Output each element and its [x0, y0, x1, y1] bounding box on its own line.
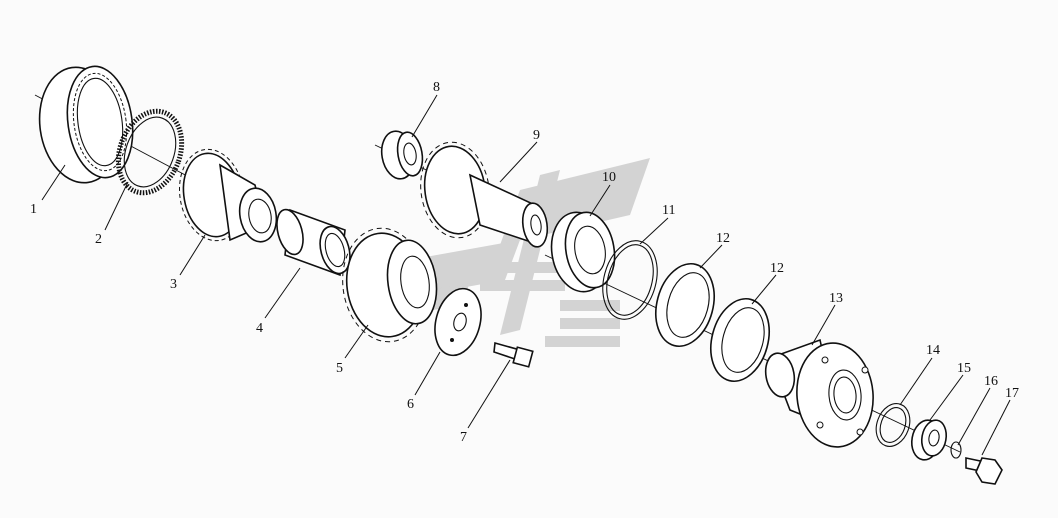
part-8-bearing [380, 130, 424, 180]
callout-1: 1 [30, 202, 37, 217]
callout-11: 11 [662, 203, 675, 218]
part-10-bearing [550, 211, 616, 293]
callout-13: 13 [829, 291, 843, 306]
part-16-washer [950, 441, 962, 459]
part-14-o-ring [875, 403, 911, 447]
callout-17: 17 [1005, 386, 1019, 401]
part-1-synchro-sleeve [38, 65, 134, 184]
part-3-gear-hub [178, 148, 278, 243]
callout-9: 9 [533, 128, 540, 143]
part-2-friction-ring [115, 108, 185, 196]
callout-3: 3 [170, 277, 177, 292]
part-15-nut [910, 419, 948, 461]
part-11-snap-ring [602, 240, 658, 320]
callout-12-a: 12 [716, 231, 730, 246]
part-5-large-gear [342, 227, 438, 343]
part-13-flange [764, 338, 874, 448]
callout-4: 4 [256, 321, 263, 336]
callout-8: 8 [433, 80, 440, 95]
callout-7: 7 [460, 430, 467, 445]
callout-5: 5 [336, 361, 343, 376]
part-4-needle-bearing [276, 208, 351, 277]
callout-6: 6 [407, 397, 414, 412]
callout-15: 15 [957, 361, 971, 376]
callout-labels: 1 2 3 4 5 6 7 8 9 10 11 12 12 13 14 15 1… [30, 80, 1019, 445]
leader-lines [41, 94, 1011, 456]
part-6-thrust-washer [434, 287, 482, 357]
callout-10: 10 [602, 170, 616, 185]
callout-12-b: 12 [770, 261, 784, 276]
part-17-bolt [965, 457, 1003, 485]
part-9-pinion-shaft [420, 141, 549, 248]
part-7-bolt [493, 341, 534, 368]
part-12-spacer-b [710, 297, 770, 383]
callout-2: 2 [95, 232, 102, 247]
callout-14: 14 [926, 343, 940, 358]
part-12-spacer-a [655, 262, 715, 348]
callout-16: 16 [984, 374, 998, 389]
